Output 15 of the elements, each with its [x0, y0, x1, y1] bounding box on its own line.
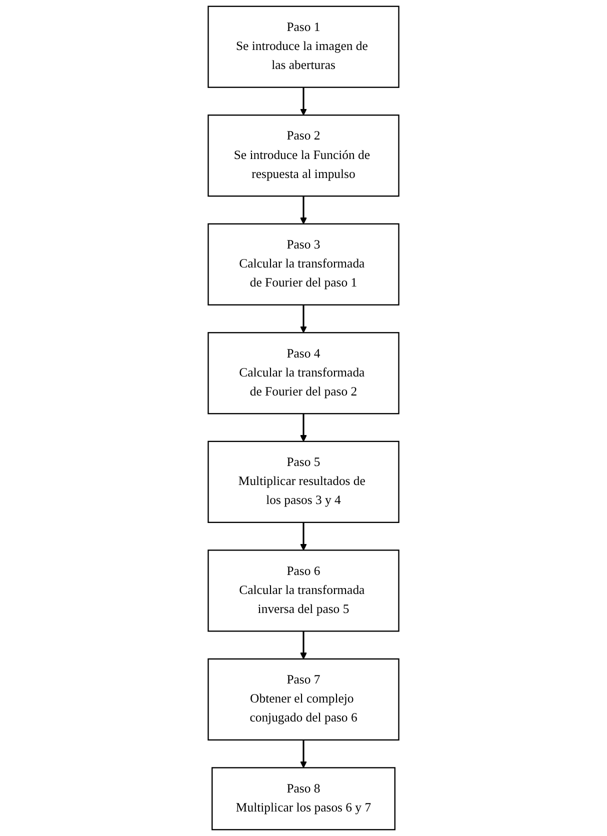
- arrow: [300, 522, 307, 550]
- node-box: Paso 4 Calcular la transformada de Fourier del paso 2: [208, 332, 400, 414]
- node-box: Paso 8 Multiplicar los pasos 6 y 7: [212, 767, 396, 830]
- node-box: Paso 3 Calcular la transformada de Fourier del paso 1: [208, 223, 400, 306]
- node-box: Paso 2 Se introduce la Función de respuesta al impulso: [208, 114, 400, 197]
- node-box: Paso 7 Obtener el complejo conjugado del paso 6: [208, 658, 400, 741]
- arrow: [300, 631, 307, 660]
- arrow: [300, 304, 307, 333]
- node-box: Paso 6 Calcular la transformada inversa del paso 5: [208, 550, 400, 632]
- node-box: Paso 5 Multiplicar resultados de los pasos 3 y 4: [208, 440, 400, 523]
- arrow: [300, 414, 307, 442]
- arrow: [300, 740, 307, 768]
- arrow: [300, 196, 307, 224]
- arrow: [300, 87, 307, 116]
- node-box: Paso 1 Se introduce la imagen de las aberturas: [208, 6, 400, 88]
